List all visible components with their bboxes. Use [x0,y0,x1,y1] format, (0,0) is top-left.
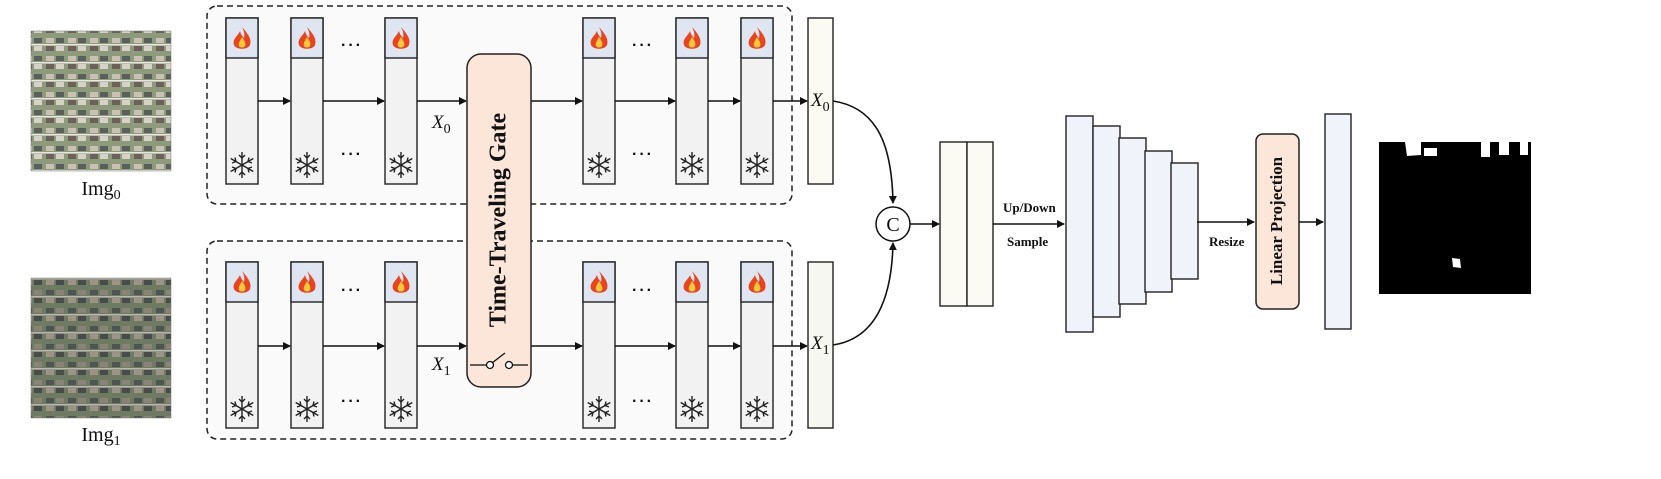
resize-label: Resize [1209,234,1245,249]
gate-label: Time-Traveling Gate [485,112,512,328]
encoder-block [582,17,616,185]
x0-gate-var: X [432,112,444,133]
pyramid-level [1170,162,1199,280]
feature-map-x0 [807,17,834,185]
x1-feature-var: X [811,333,823,354]
pyramid-level [1118,137,1147,305]
x1-gate-var: X [432,354,444,375]
encoder-block [290,17,324,185]
encoder-block [225,261,259,429]
encoder-block [384,261,418,429]
ellipsis-bot-b: ··· [341,393,363,410]
x0-gate-sub: 0 [443,122,451,137]
fused-feature-left [939,141,968,307]
x0-label-feature: X0 [811,90,830,116]
pyramid-level [1144,150,1173,293]
encoder-block [740,261,774,429]
x1-gate-sub: 1 [443,364,451,379]
ellipsis-top-b: ··· [341,146,363,163]
sample-label: Sample [1007,234,1049,249]
ellipsis-top-a: ··· [341,37,363,54]
concat-symbol: C [886,214,900,236]
pyramid-level [1092,125,1121,318]
x0-feature-sub: 0 [822,100,830,115]
time-traveling-gate [466,53,532,388]
input-label-1-text: Img [81,424,114,446]
projection-label: Linear Projection [1267,156,1286,286]
change-map [1379,142,1531,294]
input-image-0 [30,30,172,172]
ellipsis-top-c: ··· [632,37,654,54]
x1-label-feature: X1 [811,333,830,359]
curve-x0-to-concat [832,100,897,204]
x0-feature-var: X [811,90,823,111]
encoder-block [225,17,259,185]
input-label-0-text: Img [81,178,114,200]
x1-feature-sub: 1 [822,343,830,358]
x1-label-gate: X1 [432,354,451,380]
input-label-1-sub: 1 [113,434,121,449]
input-label-0: Img0 [21,178,181,204]
input-image-1 [30,277,172,419]
encoder-block [675,17,709,185]
pyramid-level [1065,115,1094,333]
updown-label: Up/Down [1003,200,1056,215]
ellipsis-bot-d: ··· [632,393,654,410]
encoder-block [384,17,418,185]
switch-icon [470,352,528,370]
input-label-1: Img1 [21,424,181,450]
input-label-0-sub: 0 [113,188,121,203]
curve-x1-to-concat [832,242,897,346]
encoder-block [290,261,324,429]
encoder-block [582,261,616,429]
encoder-block [740,17,774,185]
ellipsis-bot-c: ··· [632,282,654,299]
output-feature [1324,113,1352,330]
x0-label-gate: X0 [432,112,451,138]
encoder-block [675,261,709,429]
fused-feature-right [966,141,994,307]
ellipsis-bot-a: ··· [341,282,363,299]
ellipsis-top-d: ··· [632,146,654,163]
